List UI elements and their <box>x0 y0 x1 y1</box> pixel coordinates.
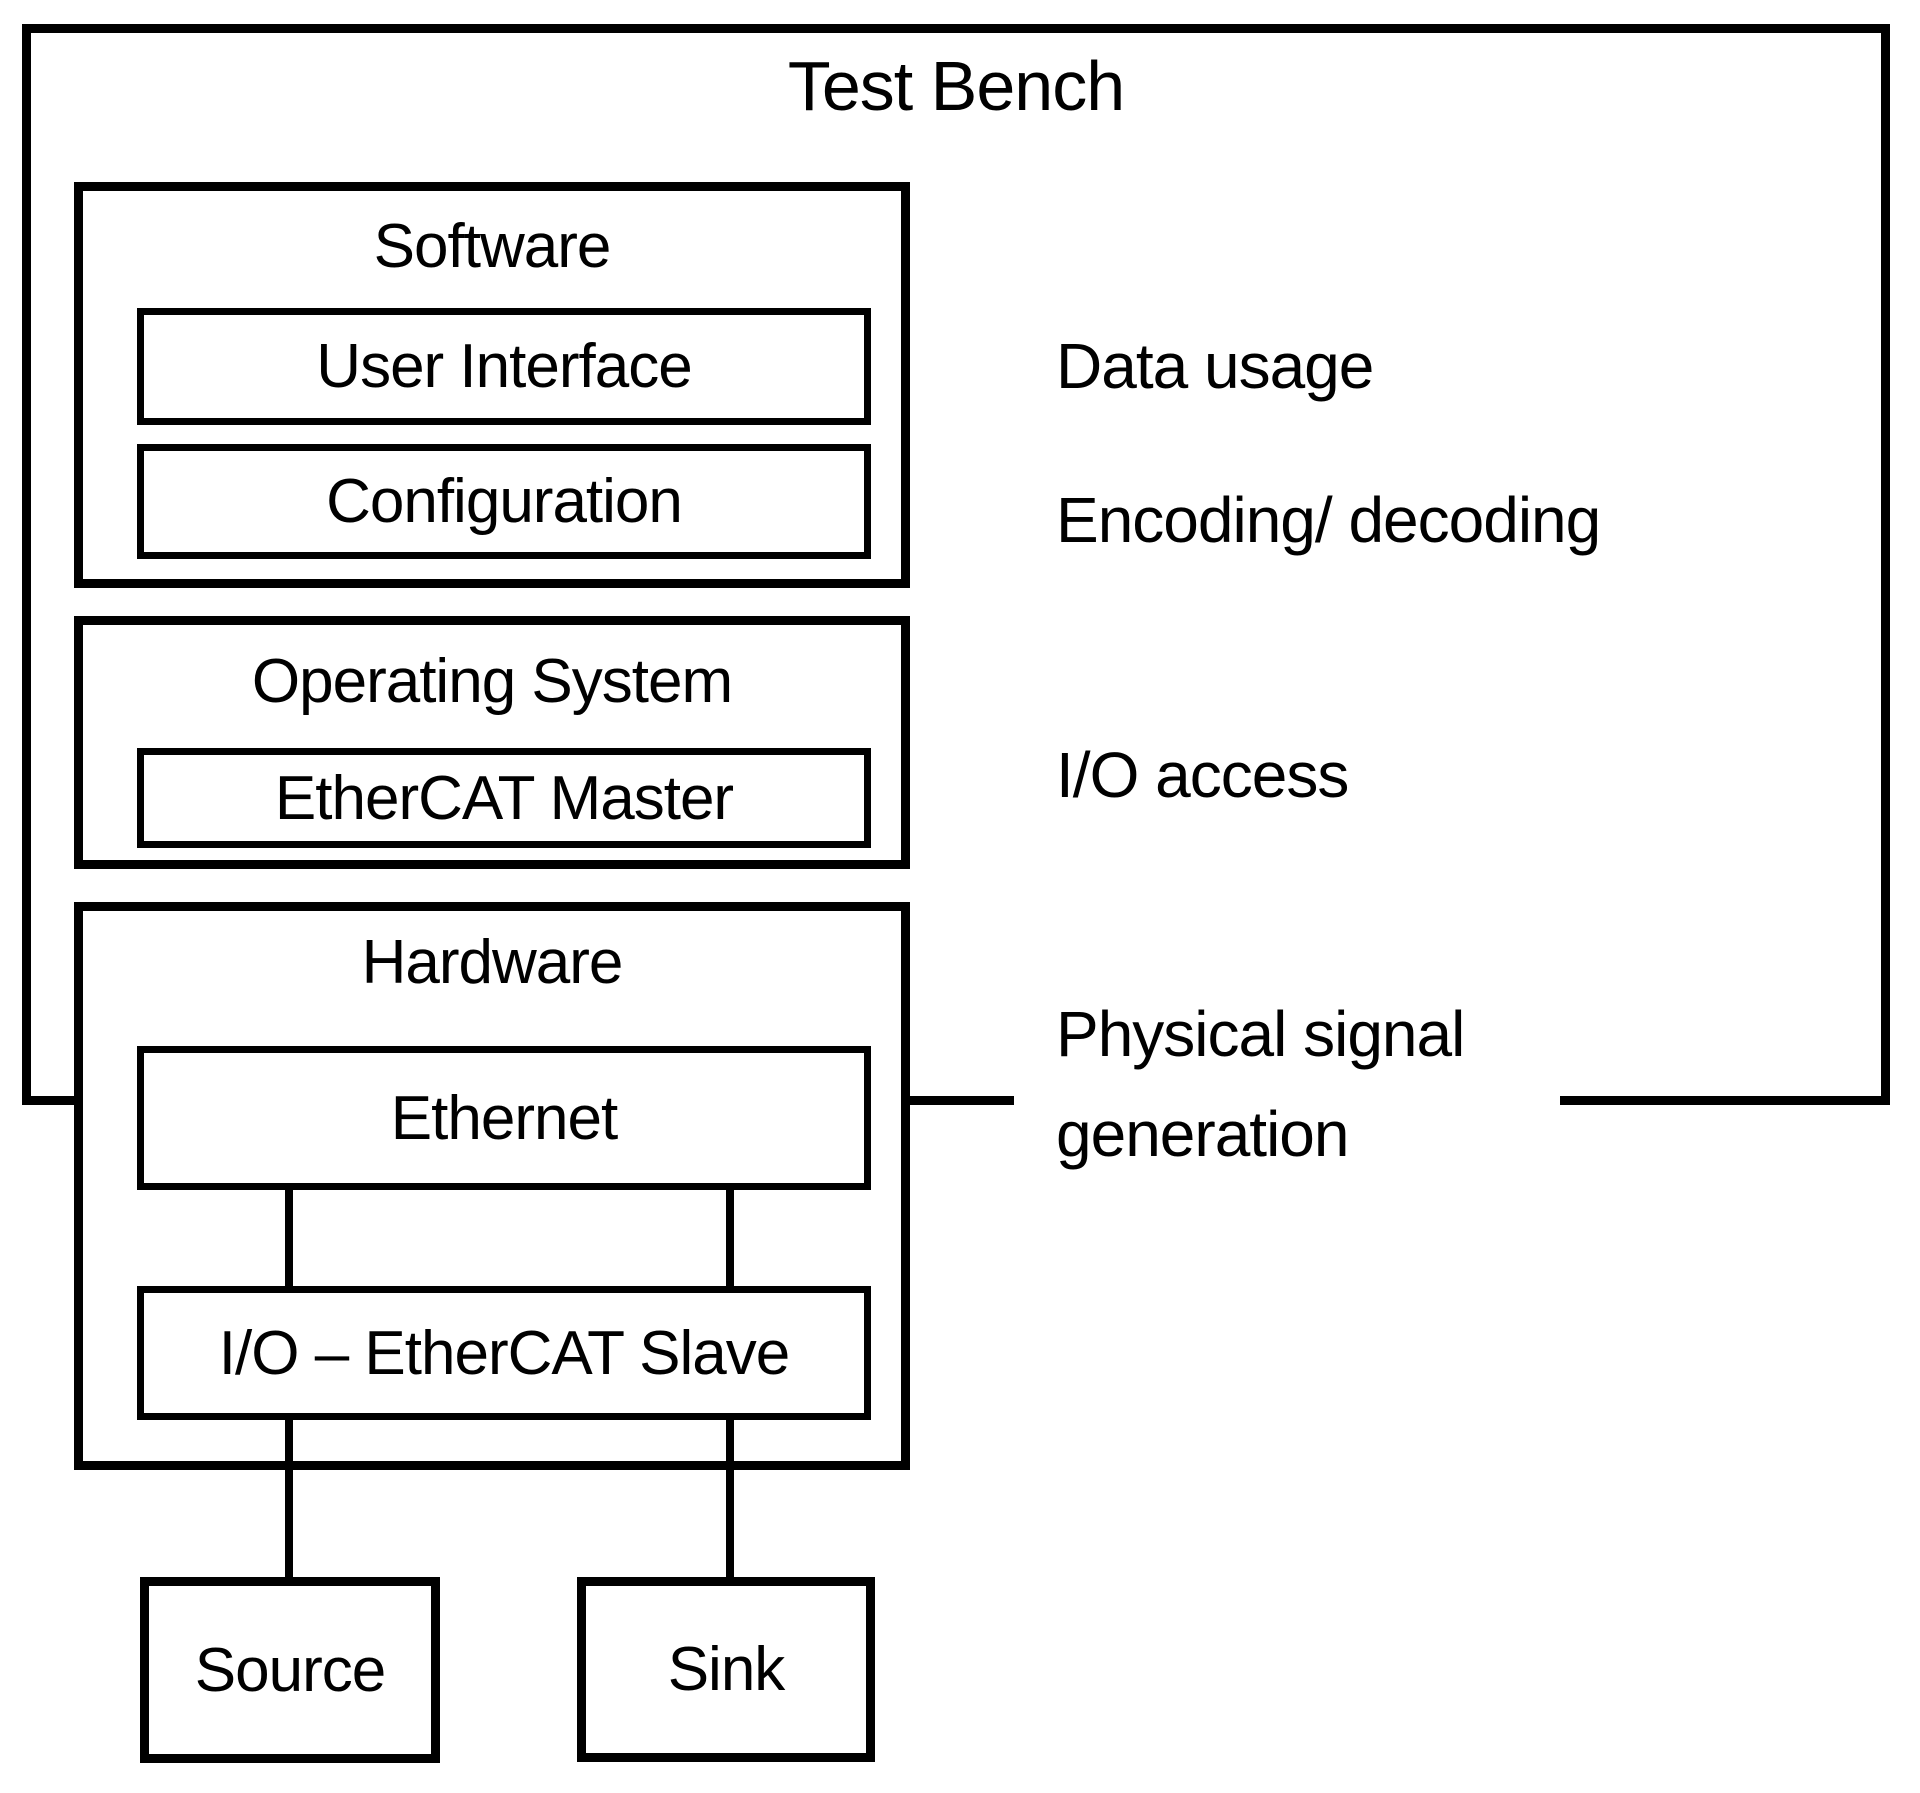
configuration-label: Configuration <box>326 467 683 536</box>
connector-ethernet-io-left <box>285 1183 293 1290</box>
source-box: Source <box>140 1577 440 1763</box>
annotation-physical-signal-generation: Physical signal generation <box>1056 984 1465 1184</box>
sink-label: Sink <box>667 1635 786 1704</box>
ethercat-master-box: EtherCAT Master <box>137 748 871 848</box>
configuration-box: Configuration <box>137 444 871 559</box>
io-ethercat-slave-box: I/O – EtherCAT Slave <box>137 1286 871 1420</box>
test-bench-border-bottom-segment-right <box>1560 1096 1890 1105</box>
software-layer-title: Software <box>373 212 612 281</box>
user-interface-box: User Interface <box>137 308 871 425</box>
user-interface-label: User Interface <box>316 332 692 401</box>
annotation-physical-signal-line1: Physical signal <box>1056 998 1465 1070</box>
ethernet-label: Ethernet <box>390 1083 618 1153</box>
test-bench-border-right <box>1881 24 1890 1105</box>
ethercat-master-label: EtherCAT Master <box>274 763 734 833</box>
connector-ethernet-io-right <box>726 1183 734 1290</box>
test-bench-border-bottom-segment-middle <box>904 1096 1014 1105</box>
source-label: Source <box>194 1635 386 1705</box>
test-bench-border-left <box>22 24 31 1105</box>
annotation-io-access: I/O access <box>1056 739 1349 811</box>
annotation-data-usage: Data usage <box>1056 330 1374 402</box>
test-bench-border-bottom-segment-left <box>22 1096 83 1105</box>
ethernet-box: Ethernet <box>137 1046 871 1190</box>
connector-io-sink <box>726 1413 734 1581</box>
test-bench-border-top <box>22 24 1890 33</box>
annotation-physical-signal-line2: generation <box>1056 1098 1349 1170</box>
connector-io-source <box>285 1413 293 1581</box>
sink-box: Sink <box>577 1577 875 1762</box>
diagram-title: Test Bench <box>787 47 1125 125</box>
hardware-layer-title: Hardware <box>361 928 624 997</box>
annotation-encoding-decoding: Encoding/ decoding <box>1056 484 1601 556</box>
operating-system-layer-title: Operating System <box>251 647 733 716</box>
io-ethercat-slave-label: I/O – EtherCAT Slave <box>218 1318 790 1388</box>
